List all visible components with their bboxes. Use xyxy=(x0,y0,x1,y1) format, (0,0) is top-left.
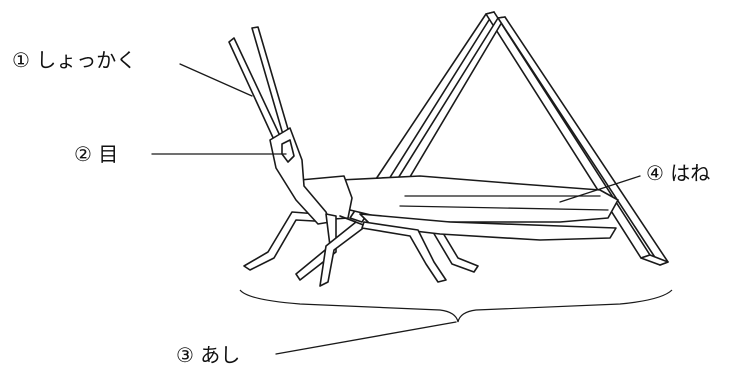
legs-brace xyxy=(240,290,672,322)
label-wings: ④ はね xyxy=(646,161,710,185)
label-antenna: ① しょっかく xyxy=(12,48,136,72)
antennae xyxy=(229,27,290,142)
head xyxy=(270,128,330,224)
wing xyxy=(340,176,618,222)
legs-leader xyxy=(276,322,456,354)
label-legs: ③ あし xyxy=(176,343,240,367)
label-eye: ② 目 xyxy=(74,142,118,166)
